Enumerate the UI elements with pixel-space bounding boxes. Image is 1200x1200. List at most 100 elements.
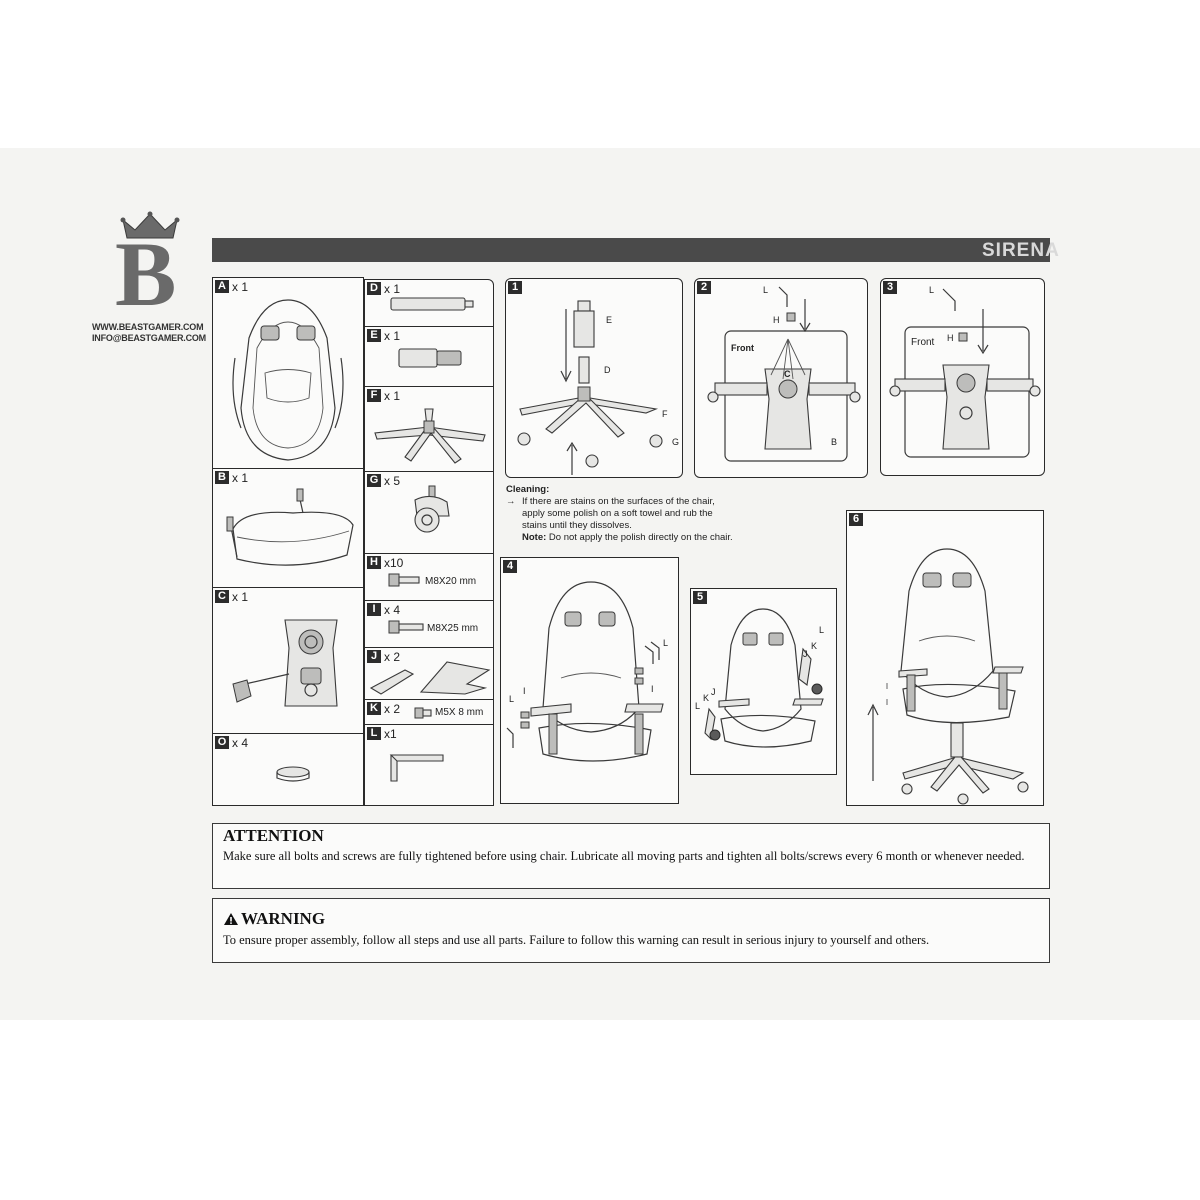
part-qty: x 1 [384,388,401,403]
step-3-drawing [889,288,1041,458]
part-qty: x 4 [384,602,401,617]
warning-text: To ensure proper assembly, follow all st… [223,933,930,947]
part-spec: M8X20 mm [425,576,477,587]
step-label: J [711,687,716,697]
brand-logo: B [105,210,195,320]
part-letter: C [215,590,229,603]
step-label: I [523,686,526,696]
part-qty: x 1 [232,470,249,485]
part-qty: x 4 [232,735,249,750]
part-letter: O [215,736,229,749]
cleaning-line: apply some polish on a soft towel and ru… [522,508,713,519]
part-letter: E [367,329,381,342]
armrest-cover-drawing [369,661,491,695]
step-label: L [695,701,701,711]
part-qty: x 5 [384,473,401,488]
step-label: F [662,409,668,419]
step-label: K [703,693,710,703]
part-qty: x1 [384,726,397,741]
part-letter: A [215,280,229,293]
step-3-panel: 3 L H Front [880,278,1045,476]
bolt-m8x25-icon [388,620,424,634]
part-qty: x 2 [384,649,401,664]
step-label: H [947,333,954,343]
cleaning-line: If there are stains on the surfaces of t… [522,496,715,507]
backrest-drawing [232,299,344,461]
step-label: B [831,437,838,447]
logo-letter: B [115,223,177,325]
cleaning-notes: Cleaning: → If there are stains on the s… [506,484,826,544]
arrow-right-icon: → [506,496,516,507]
crown-icon [120,211,180,239]
part-letter: H [367,556,381,569]
part-qty: x 1 [384,281,401,296]
step-label: L [763,285,769,295]
warning-triangle-icon [224,913,238,925]
part-qty: x 2 [384,701,401,716]
seat-drawing [226,488,354,566]
step-5-drawing [704,608,824,748]
step-number: 5 [693,591,707,604]
cleaning-line: stains until they dissolves. [522,520,632,531]
step-label: J [803,649,808,659]
caster-cap-drawing [276,766,310,782]
part-spec: M5X 8 mm [435,707,484,718]
step-number: 2 [697,281,711,294]
step-label: Front [911,337,935,348]
step-6-drawing [867,548,1029,805]
part-letter: K [367,702,381,715]
step-1-drawing [517,300,663,475]
step-4-panel: 4 L I L I [500,557,679,804]
step-label: L [929,285,935,295]
cleaning-note: Note: Do not apply the polish directly o… [522,532,733,544]
step-4-drawing [506,581,664,762]
attention-title: ATTENTION [223,826,324,845]
part-qty: x 1 [232,279,249,294]
step-number: 3 [883,281,897,294]
attention-box: ATTENTION Make sure all bolts and screws… [212,823,1050,889]
part-letter: G [367,474,381,487]
part-qty: x10 [384,555,404,570]
part-letter: I [367,603,381,616]
part-letter: D [367,282,381,295]
step-5-panel: 5 L K J L K J [690,588,837,775]
part-letter: B [215,471,229,484]
warning-title: WARNING [241,909,326,928]
step-label: L [819,625,825,635]
step-number: 4 [503,560,517,573]
step-label: E [606,315,613,325]
step-label: L [509,694,515,704]
step-2-panel: 2 L H Front C B [694,278,868,478]
step-number: 6 [849,513,863,526]
cleaning-title: Cleaning: [506,484,550,495]
warning-box: WARNING To ensure proper assembly, follo… [212,898,1050,963]
step-2-drawing [707,286,861,462]
warning-heading: WARNING [223,909,325,929]
mechanism-drawing [232,619,338,707]
step-1-panel: 1 E D F G [505,278,683,478]
step-label: Front [731,343,754,353]
caster-wheel-drawing [414,485,450,533]
gas-cylinder-drawing [398,348,462,368]
attention-text: Make sure all bolts and screws are fully… [223,849,1025,863]
note-label: Note: [522,532,547,543]
part-letter: J [367,650,381,663]
screw-m5x8-icon [414,707,432,719]
brand-email: INFO@BEASTGAMER.COM [92,333,206,343]
step-label: D [604,365,611,375]
part-letter: F [367,389,381,402]
allen-key-drawing [389,754,444,782]
brand-website: WWW.BEASTGAMER.COM [92,322,204,332]
note-text: Do not apply the polish directly on the … [546,532,733,543]
step-label: H [773,315,780,325]
